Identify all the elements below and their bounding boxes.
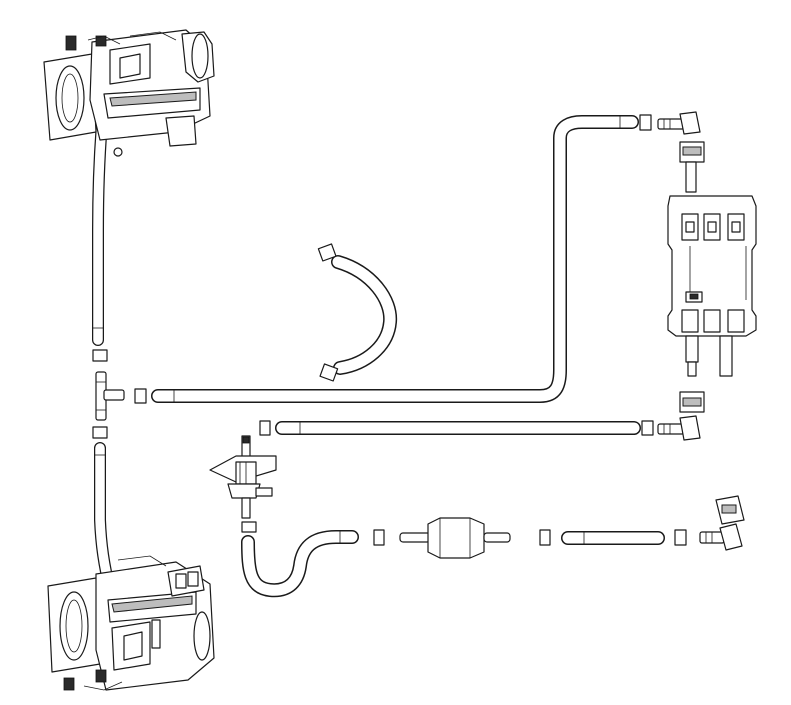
tee-fitting-icon [95,371,125,421]
clamp-sleeve [134,388,147,404]
pump-elbow-lower-icon [657,391,705,441]
clamp-sleeve [373,529,385,546]
hose-tee-to-pump [151,115,639,403]
clamp-sleeve [92,426,108,439]
hose-u-shaped [331,255,398,375]
clamp-sleeve [319,363,339,382]
hose-lower-vertical [94,442,116,596]
throttle-body-upper-icon [43,29,215,157]
clamp-sleeve [317,243,337,262]
clamp-sleeves [92,114,687,546]
hose-filter-to-elbow [561,531,665,545]
hose-s-shaped [241,530,359,598]
throttle-body-lower-icon [47,555,215,691]
clamp-sleeve [92,349,108,362]
clamp-sleeve [639,114,652,131]
fuel-filter-icon [399,517,511,559]
clamp-sleeve [641,420,654,436]
fuel-pump-module-icon [667,195,757,377]
fuel-pressure-regulator-icon [209,435,277,519]
elbow-quick-connector-icon [699,495,745,551]
clamp-sleeve [539,529,551,546]
clamp-sleeve [674,529,687,546]
pump-elbow-upper-icon [657,111,705,193]
clamp-sleeve [259,420,271,436]
clamp-sleeve [241,521,257,533]
hose-group [92,94,665,598]
hose-return-straight [275,421,641,435]
